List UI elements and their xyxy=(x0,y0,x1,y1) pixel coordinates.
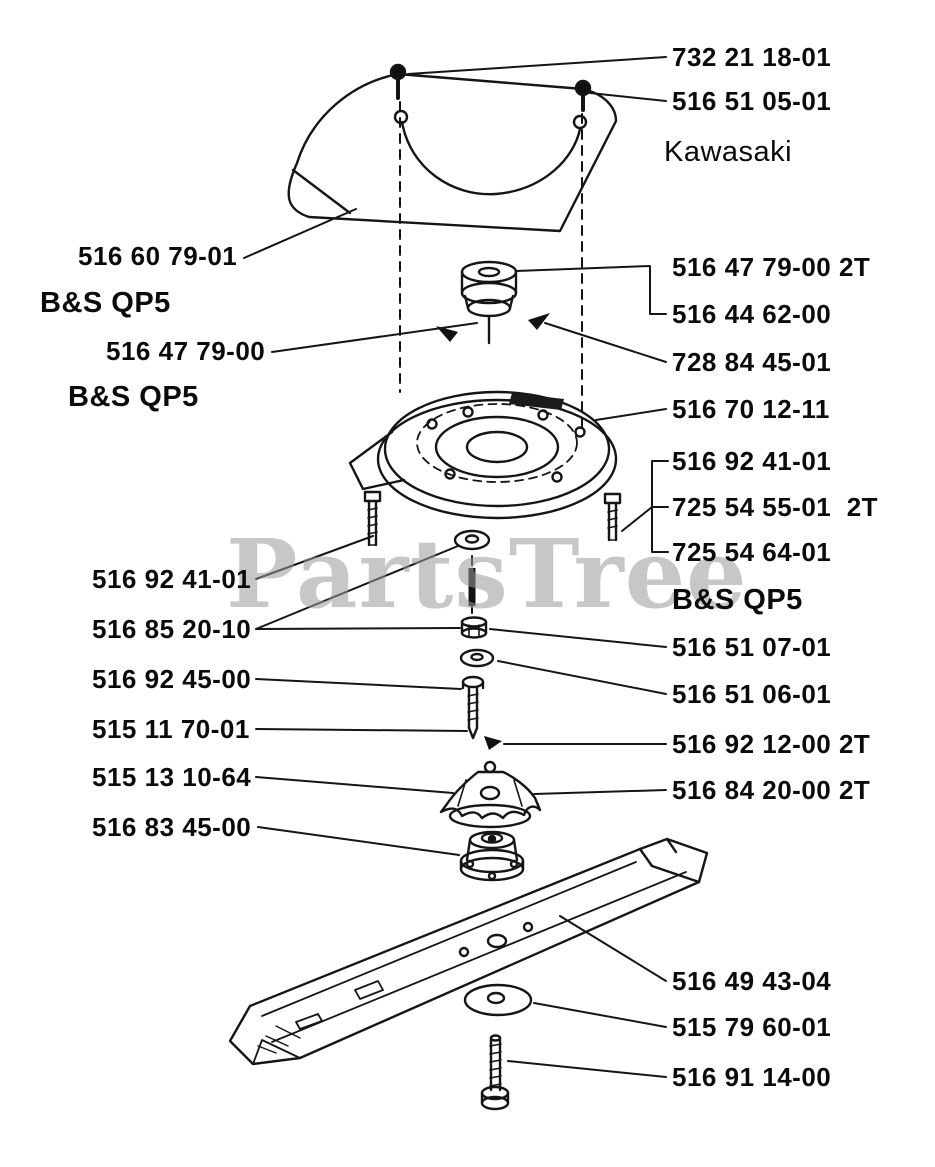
part-number-label: 728 84 45-01 xyxy=(672,347,832,377)
part-number-label: 516 92 41-01 xyxy=(92,564,252,594)
part-number-label: 516 85 20-10 xyxy=(92,614,252,644)
blade-part xyxy=(228,837,709,1066)
part-number-label: 732 21 18-01 xyxy=(672,42,832,72)
pulley-part xyxy=(460,260,518,345)
part-number-label: 516 44 62-00 xyxy=(672,299,832,329)
engine-brand-note: Kawasaki xyxy=(664,136,793,168)
small-key-icon xyxy=(484,736,502,750)
part-number-label: 725 54 64-01 xyxy=(672,537,832,567)
part-number-label: 725 54 55-01 2T xyxy=(672,492,879,522)
part-number-label: 516 91 14-00 xyxy=(672,1062,832,1092)
alignment-dash-lines xyxy=(399,101,583,619)
part-number-label: 516 60 79-01 xyxy=(78,241,238,271)
bearing-assembly-part xyxy=(459,830,525,882)
part-number-label: 516 47 79-00 xyxy=(106,336,266,366)
part-number-label: 515 13 10-64 xyxy=(92,762,252,792)
part-number-label: 516 51 07-01 xyxy=(672,632,832,662)
part-number-label: 516 92 12-00 2T xyxy=(672,729,871,759)
belt-guard-part xyxy=(287,72,618,233)
lower-washer-part xyxy=(459,648,495,668)
part-number-label: 516 92 45-00 xyxy=(92,664,252,694)
part-number-label: 515 79 60-01 xyxy=(672,1012,832,1042)
part-number-label: 516 49 43-04 xyxy=(672,966,832,996)
blade-adapter-part xyxy=(439,760,542,829)
part-number-label: 516 92 41-01 xyxy=(672,446,832,476)
stud-segment xyxy=(468,568,476,606)
blade-washer-part xyxy=(463,983,533,1017)
engine-spec-note: B&S QP5 xyxy=(40,287,171,319)
part-number-label: 516 47 79-00 2T xyxy=(672,252,871,282)
guard-bolt-icons xyxy=(389,63,592,112)
key-arrow-icons xyxy=(436,313,550,342)
part-number-label: 516 84 20-00 2T xyxy=(672,775,871,805)
part-number-label: 516 51 05-01 xyxy=(672,86,832,116)
lock-nut-part xyxy=(460,616,488,639)
part-number-label: 515 11 70-01 xyxy=(92,714,250,744)
upper-washer-part xyxy=(453,529,491,551)
part-number-label: 516 51 06-01 xyxy=(672,679,832,709)
part-number-label: 516 83 45-00 xyxy=(92,812,252,842)
center-bolt-part xyxy=(461,675,485,740)
housing-bolt-right xyxy=(603,492,622,542)
blade-bolt-part xyxy=(480,1034,510,1111)
leader-lines xyxy=(243,56,669,1078)
mandrel-housing-part xyxy=(348,390,618,520)
engine-spec-note: B&S QP5 xyxy=(672,584,803,616)
engine-spec-note: B&S QP5 xyxy=(68,381,199,413)
part-number-label: 516 70 12-11 xyxy=(672,394,830,424)
